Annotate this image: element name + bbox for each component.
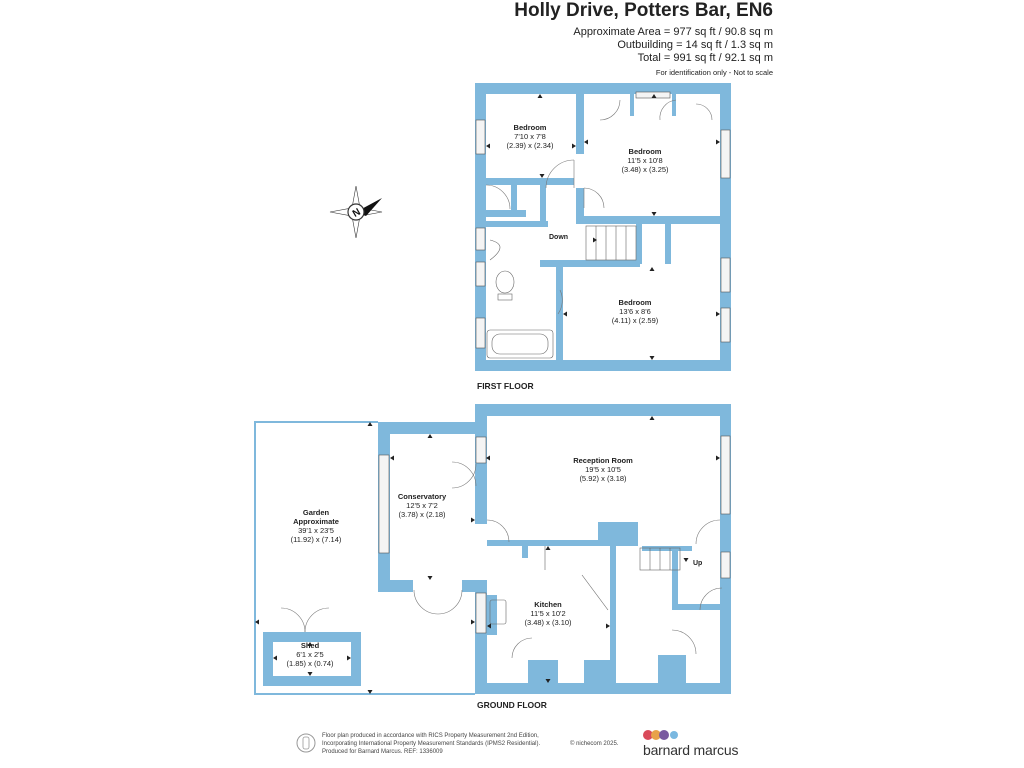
brand-logo-icon — [643, 730, 678, 740]
stairs-up-label: Up — [693, 560, 703, 567]
footer-line-1: Floor plan produced in accordance with R… — [322, 733, 539, 739]
footer-credit: © nichecom 2025. — [570, 741, 619, 747]
brand-name: barnard marcus — [643, 742, 739, 758]
garden-boundary — [254, 421, 475, 695]
windows — [378, 91, 731, 634]
stairs-down-label: Down — [549, 234, 569, 241]
area-approximate: Approximate Area = 977 sq ft / 90.8 sq m — [573, 26, 773, 38]
compass-north-label: N — [351, 207, 363, 220]
area-outbuilding: Outbuilding = 14 sq ft / 1.3 sq m — [617, 39, 773, 51]
bathroom-fixtures — [486, 239, 554, 625]
footer-line-2: Incorporating International Property Mea… — [322, 741, 541, 747]
dimension-arrows — [255, 94, 720, 694]
area-total: Total = 991 sq ft / 92.1 sq m — [637, 52, 773, 64]
compass-rose — [329, 185, 383, 239]
first-floor-walls — [475, 83, 731, 371]
footer-disclaimer: Floor plan produced in accordance with R… — [322, 732, 622, 756]
plan-title: Holly Drive, Potters Bar, EN6 — [514, 0, 773, 21]
ground-floor-label: GROUND FLOOR — [477, 700, 547, 710]
stairs — [544, 225, 681, 611]
scale-note: For identification only - Not to scale — [655, 68, 773, 77]
measurement-standard-icon — [296, 733, 316, 753]
footer-line-3: Produced for Barnard Marcus. REF: 133600… — [322, 749, 443, 755]
first-floor-label: FIRST FLOOR — [477, 381, 534, 391]
door-swings — [280, 99, 723, 659]
